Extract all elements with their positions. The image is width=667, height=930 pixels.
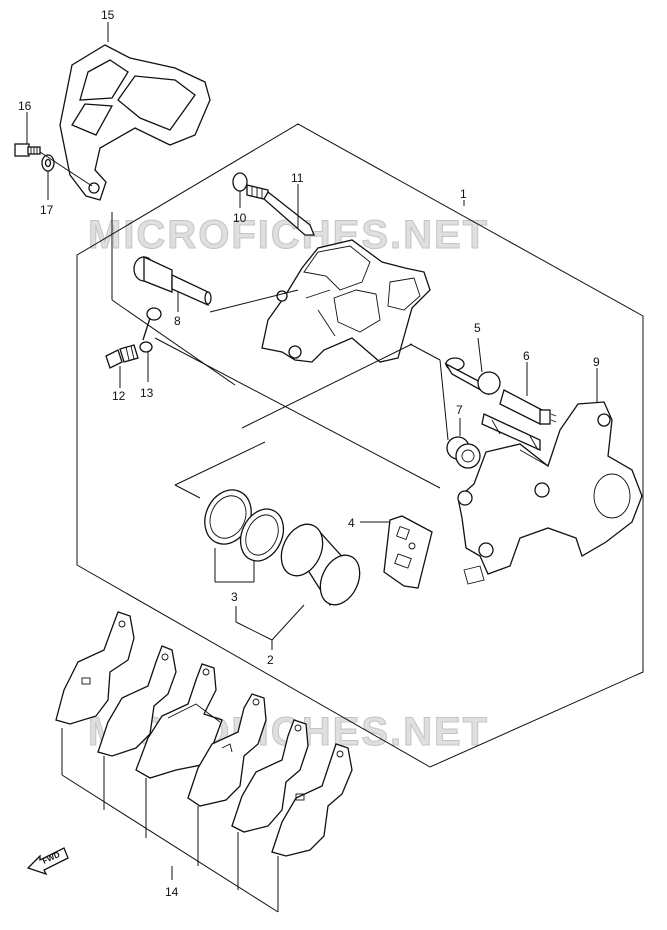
part-3-seal-inner bbox=[239, 508, 285, 562]
part-13-cap bbox=[139, 307, 162, 353]
part-14-pad-6 bbox=[271, 743, 353, 857]
leader-14 bbox=[61, 728, 279, 913]
callout-14: 14 bbox=[165, 885, 179, 899]
callout-17: 17 bbox=[40, 203, 54, 217]
callout-15: 15 bbox=[101, 8, 115, 22]
callout-4: 4 bbox=[348, 516, 355, 530]
part-9-bracket bbox=[457, 401, 643, 585]
part-14-pad-1 bbox=[55, 611, 135, 725]
callout-1: 1 bbox=[460, 187, 467, 201]
reference-lines bbox=[111, 212, 449, 499]
part-15-guard bbox=[59, 44, 211, 201]
caliper-body bbox=[261, 239, 431, 363]
part-4-spring bbox=[383, 515, 433, 589]
callout-2: 2 bbox=[267, 653, 274, 667]
callout-12: 12 bbox=[112, 389, 126, 403]
part-10-boot bbox=[232, 172, 269, 201]
callout-10: 10 bbox=[233, 211, 247, 225]
part-14-pad-5 bbox=[231, 719, 309, 833]
part-clip bbox=[481, 413, 541, 452]
part-6-pin bbox=[499, 389, 557, 425]
callout-7: 7 bbox=[456, 403, 463, 417]
part-11-pin bbox=[263, 191, 315, 236]
callout-8: 8 bbox=[174, 314, 181, 328]
callout-11: 11 bbox=[291, 171, 304, 185]
part-5-pin bbox=[444, 357, 501, 396]
part-16-bolt bbox=[14, 143, 41, 157]
part-3-seal-outer bbox=[204, 489, 252, 545]
callout-6: 6 bbox=[523, 349, 530, 363]
fwd-arrow-icon: FWD bbox=[26, 847, 69, 876]
part-7-boot bbox=[446, 436, 481, 469]
part-14-pad-3 bbox=[135, 663, 223, 779]
callout-9: 9 bbox=[593, 355, 600, 369]
bolt-axis-line bbox=[39, 151, 93, 187]
callout-13: 13 bbox=[140, 386, 154, 400]
leader-lines bbox=[26, 22, 598, 650]
part-8-pin bbox=[133, 255, 212, 307]
part-2-piston bbox=[280, 523, 361, 607]
part-12-bleeder bbox=[105, 344, 139, 369]
part-14-pad-4 bbox=[187, 693, 267, 807]
assembly-boundary bbox=[76, 123, 644, 768]
part-14-pad-2 bbox=[97, 645, 177, 757]
callout-5: 5 bbox=[474, 321, 481, 335]
callout-3: 3 bbox=[231, 590, 238, 604]
callout-16: 16 bbox=[18, 99, 32, 113]
